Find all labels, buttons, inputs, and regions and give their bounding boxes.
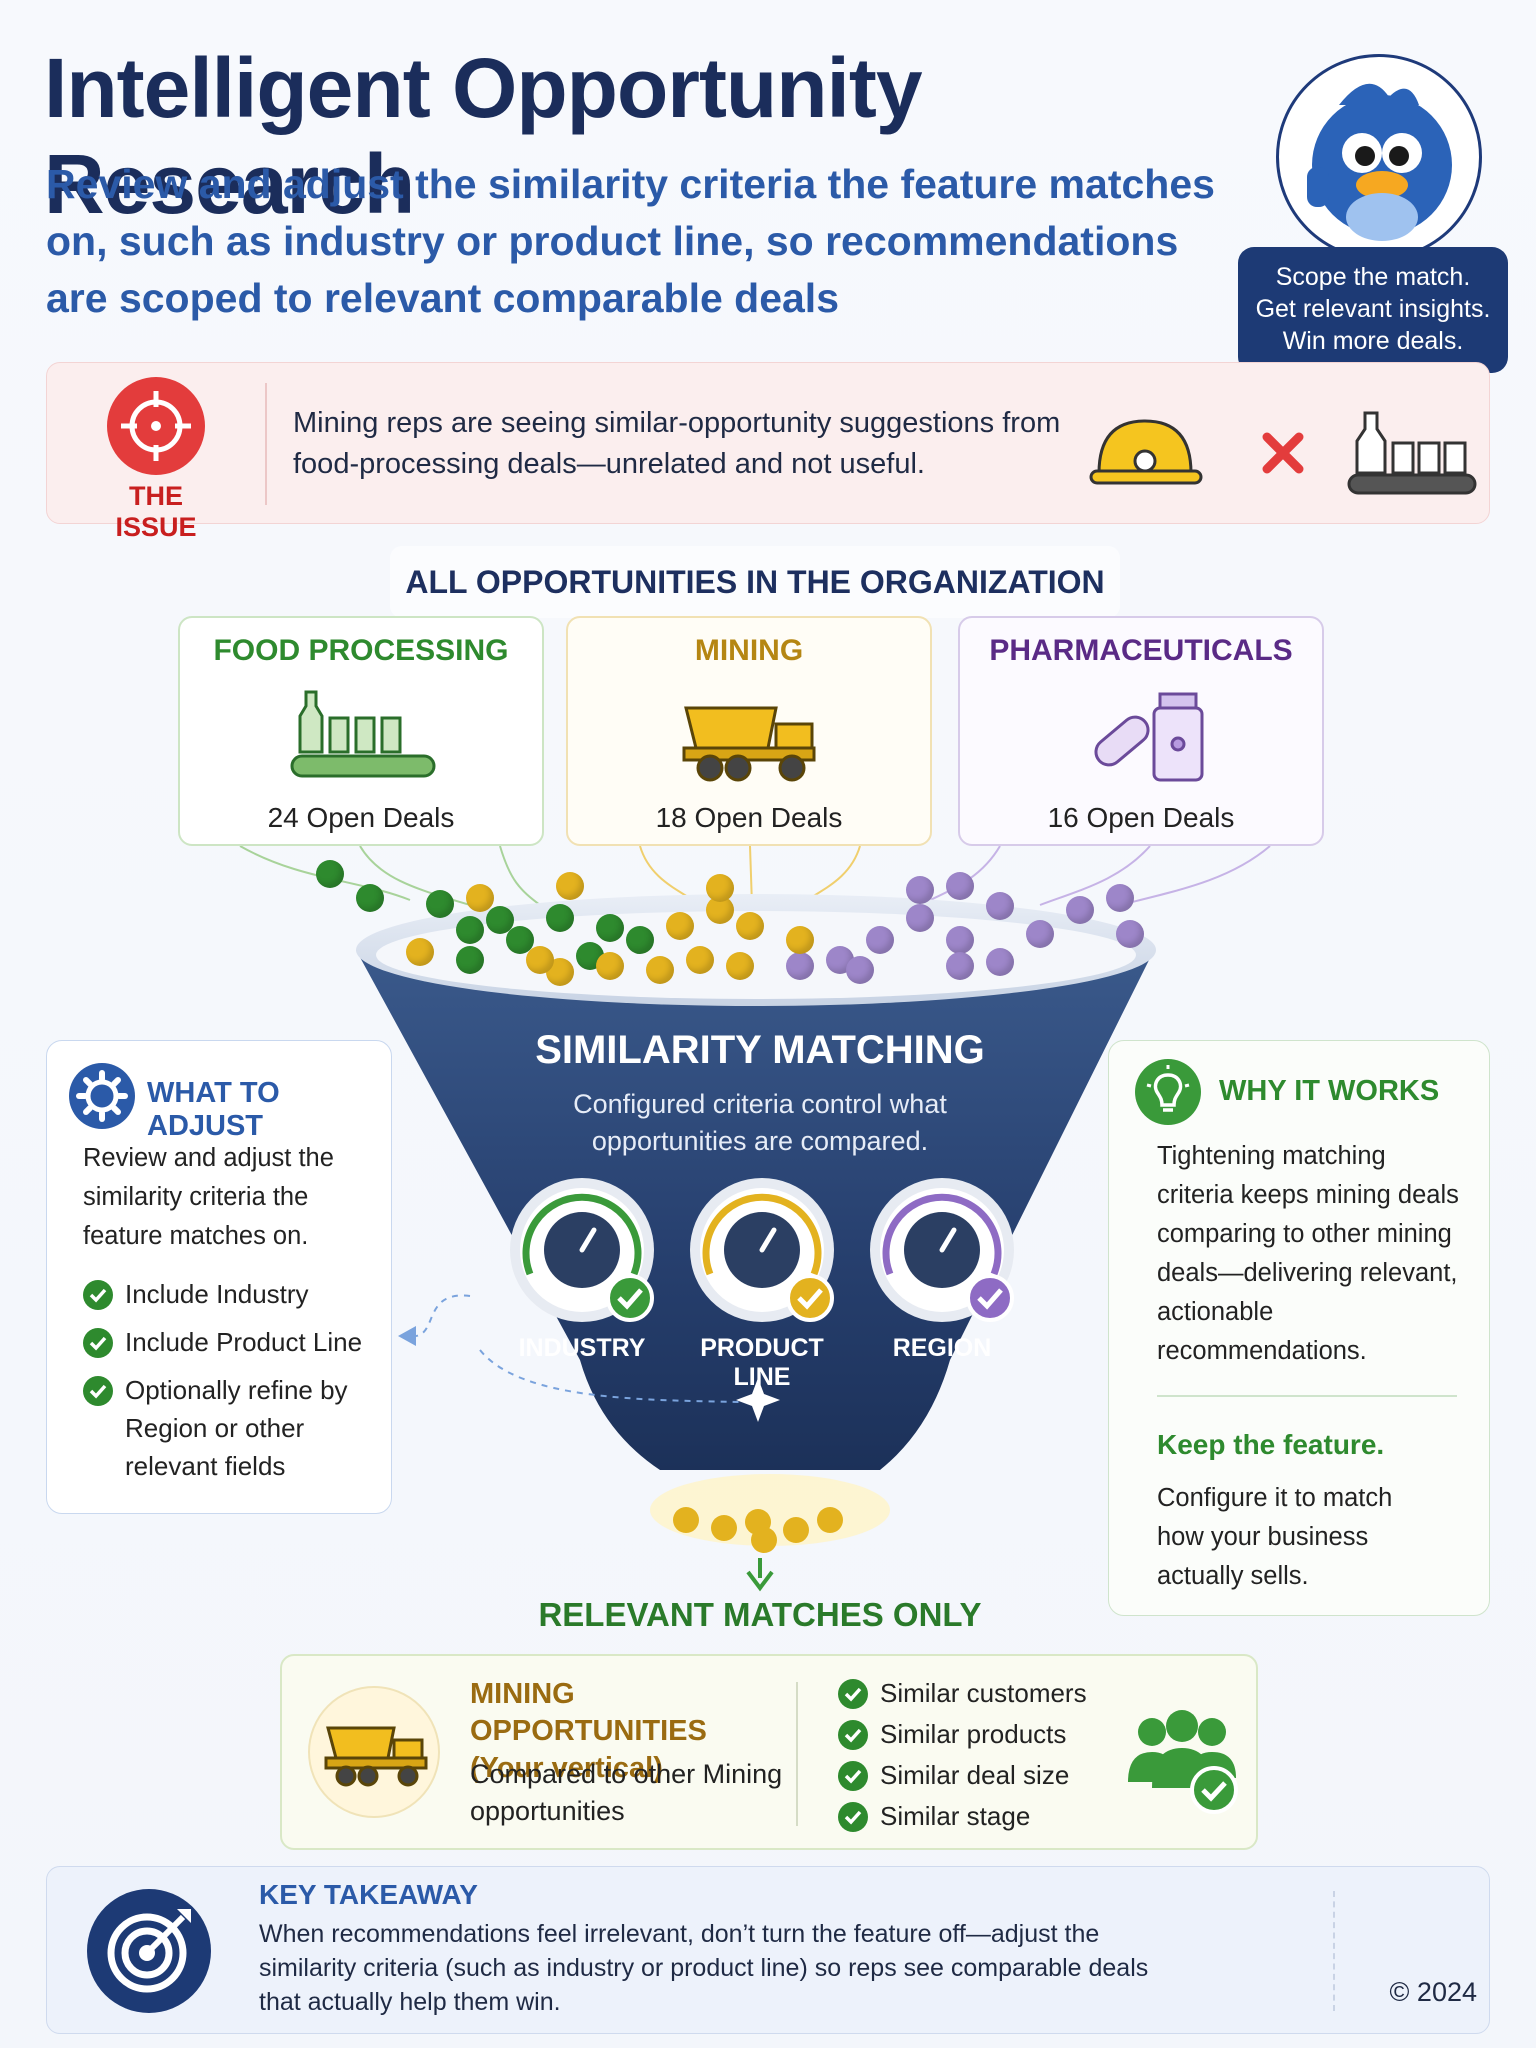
card-count: 24 Open Deals — [267, 802, 455, 833]
check-icon — [83, 1280, 113, 1310]
dump-truck-icon — [682, 706, 816, 782]
divider — [1333, 1891, 1335, 2011]
check-item: Similar deal size — [838, 1756, 1138, 1794]
conveyor-bottles-icon — [290, 690, 436, 778]
page-subtitle: Review and adjust the similarity criteri… — [46, 161, 1215, 321]
check-label: Include Product Line — [125, 1327, 363, 1357]
dial-label-product-line: PRODUCT LINE — [700, 1334, 824, 1391]
check-item: Similar customers — [838, 1674, 1138, 1712]
card-food-processing: FOOD PROCESSING 24 Open Deals — [178, 616, 544, 846]
mining-vs-food-icon — [1089, 411, 1477, 495]
pill-bottle-icon — [1094, 692, 1204, 782]
check-icon — [838, 1679, 868, 1709]
dump-truck-icon — [308, 1686, 440, 1818]
what-to-adjust-panel: WHAT TO ADJUST Review and adjust the sim… — [46, 1040, 392, 1514]
check-label: Similar stage — [880, 1801, 1031, 1831]
gear-icon — [69, 1063, 135, 1129]
team-check-icon — [1128, 1710, 1238, 1814]
card-title: PHARMACEUTICALS — [989, 634, 1293, 667]
panel-heading: WHY IT WORKS — [1219, 1075, 1440, 1107]
bullseye-target-icon — [87, 1889, 211, 2013]
panel-subheading: Keep the feature. — [1157, 1429, 1385, 1460]
check-item: Optionally refine by Region or other rel… — [83, 1371, 363, 1485]
check-icon — [83, 1328, 113, 1358]
criteria-dial — [686, 1174, 838, 1326]
target-crosshair-icon — [107, 377, 205, 475]
criteria-dial — [866, 1174, 1018, 1326]
result-title: MINING OPPORTUNITIES (Your vertical) — [470, 1676, 800, 1787]
panel-body: Review and adjust the similarity criteri… — [83, 1144, 334, 1250]
check-label: Include Industry — [125, 1279, 309, 1309]
check-item: Similar stage — [838, 1797, 1138, 1835]
check-label: Similar products — [880, 1719, 1067, 1749]
panel-body: Tightening matching criteria keeps minin… — [1157, 1142, 1459, 1365]
check-icon — [838, 1761, 868, 1791]
card-mining: MINING 18 Open Deals — [566, 616, 932, 846]
badge-line: Scope the match. — [1275, 263, 1471, 291]
check-item: Include Product Line — [83, 1323, 373, 1361]
copyright: © 2024 — [1389, 1977, 1477, 2007]
dial-label-region: REGION — [892, 1334, 992, 1362]
criteria-dial — [506, 1174, 658, 1326]
divider — [265, 383, 267, 505]
check-item: Include Industry — [83, 1275, 373, 1313]
panel-subbody: Configure it to match how your business … — [1157, 1484, 1393, 1590]
result-text: Compared to other Mining opportunities — [470, 1759, 783, 1826]
card-title: FOOD PROCESSING — [213, 634, 509, 667]
result-title-line: (Your vertical) — [470, 1752, 663, 1784]
check-label: Similar deal size — [880, 1760, 1070, 1790]
dial-label-industry: INDUSTRY — [518, 1334, 646, 1362]
issue-text: Mining reps are seeing similar-opportuni… — [293, 407, 1061, 480]
key-takeaway-panel: KEY TAKEAWAY When recommendations feel i… — [46, 1866, 1490, 2034]
takeaway-title: KEY TAKEAWAY — [259, 1879, 478, 1910]
check-icon — [838, 1720, 868, 1750]
check-item: Similar products — [838, 1715, 1138, 1753]
divider — [796, 1682, 798, 1826]
organization-label: ALL OPPORTUNITIES IN THE ORGANIZATION — [390, 546, 1120, 618]
badge-line: Get relevant insights. — [1255, 295, 1491, 323]
bird-mascot-icon — [1307, 83, 1452, 241]
check-icon — [83, 1376, 113, 1406]
why-it-works-panel: WHY IT WORKS Tightening matching criteri… — [1108, 1040, 1490, 1616]
result-panel: MINING OPPORTUNITIES (Your vertical) Com… — [280, 1654, 1258, 1850]
relevant-matches-label: RELEVANT MATCHES ONLY — [538, 1596, 982, 1633]
check-label: Similar customers — [880, 1678, 1087, 1708]
check-icon — [838, 1802, 868, 1832]
badge-line: Win more deals. — [1282, 327, 1464, 355]
check-label: Optionally refine by Region or other rel… — [125, 1375, 348, 1481]
card-title: MINING — [694, 634, 804, 667]
issue-label: THE ISSUE — [115, 481, 197, 542]
takeaway-text: When recommendations feel irrelevant, do… — [259, 1920, 1149, 2016]
result-title-line: MINING OPPORTUNITIES — [470, 1678, 707, 1747]
card-count: 16 Open Deals — [1047, 802, 1235, 833]
lightbulb-icon — [1135, 1059, 1201, 1125]
issue-panel: THE ISSUE Mining reps are seeing similar… — [46, 362, 1490, 542]
divider — [1157, 1395, 1457, 1397]
card-pharmaceuticals: PHARMACEUTICALS 16 Open Deals — [958, 616, 1324, 846]
card-count: 18 Open Deals — [655, 802, 843, 833]
mascot-badge: Scope the match. Get relevant insights. … — [1238, 247, 1508, 373]
mascot-avatar — [1276, 54, 1482, 260]
panel-heading: WHAT TO ADJUST — [147, 1077, 280, 1142]
funnel-subtitle: Configured criteria control what opportu… — [573, 1089, 947, 1156]
funnel-title: SIMILARITY MATCHING — [535, 1028, 985, 1072]
page-title: Intelligent Opportunity Research — [44, 41, 923, 231]
